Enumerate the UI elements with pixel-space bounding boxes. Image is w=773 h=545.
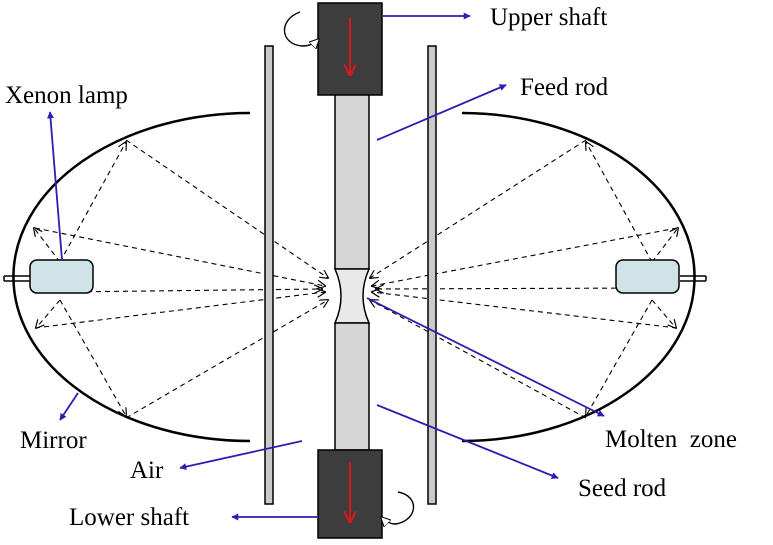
right-quartz-tube-wall <box>427 45 437 505</box>
mirror-pointer <box>59 392 79 421</box>
seed-rod-body <box>334 322 370 451</box>
air-pointer <box>179 440 303 471</box>
left-light-rays <box>34 139 328 419</box>
lower-rotation-arrow <box>382 491 415 524</box>
seed-rod-pointer <box>376 404 559 479</box>
left-mirror <box>12 111 251 443</box>
molten-zone-pointer <box>366 297 605 417</box>
upper-shaft-block <box>317 2 383 96</box>
seed-rod-label: Seed rod <box>578 475 667 502</box>
right-mirror <box>461 111 696 443</box>
upper-rotation-arrow <box>283 11 318 46</box>
right-light-rays <box>370 139 678 419</box>
feed-rod-label: Feed rod <box>520 74 609 101</box>
feed-rod-pointer <box>376 84 507 141</box>
feed-rod-body <box>334 92 370 270</box>
molten-zone-label: Molten zone <box>605 426 737 453</box>
lower-shaft-label: Lower shaft <box>69 504 189 531</box>
right-xenon-lamp <box>615 259 707 294</box>
xenon-lamp-label: Xenon lamp <box>5 82 128 109</box>
mirror-label: Mirror <box>20 427 87 454</box>
xenon-lamp-pointer <box>47 111 63 261</box>
air-label: Air <box>130 457 164 484</box>
upper-shaft-label: Upper shaft <box>490 4 607 31</box>
lower-shaft-block <box>317 449 383 539</box>
label-pointers <box>47 12 605 521</box>
left-xenon-lamp <box>3 259 94 294</box>
molten-zone-shape <box>333 268 371 324</box>
left-quartz-tube-wall <box>264 45 274 505</box>
